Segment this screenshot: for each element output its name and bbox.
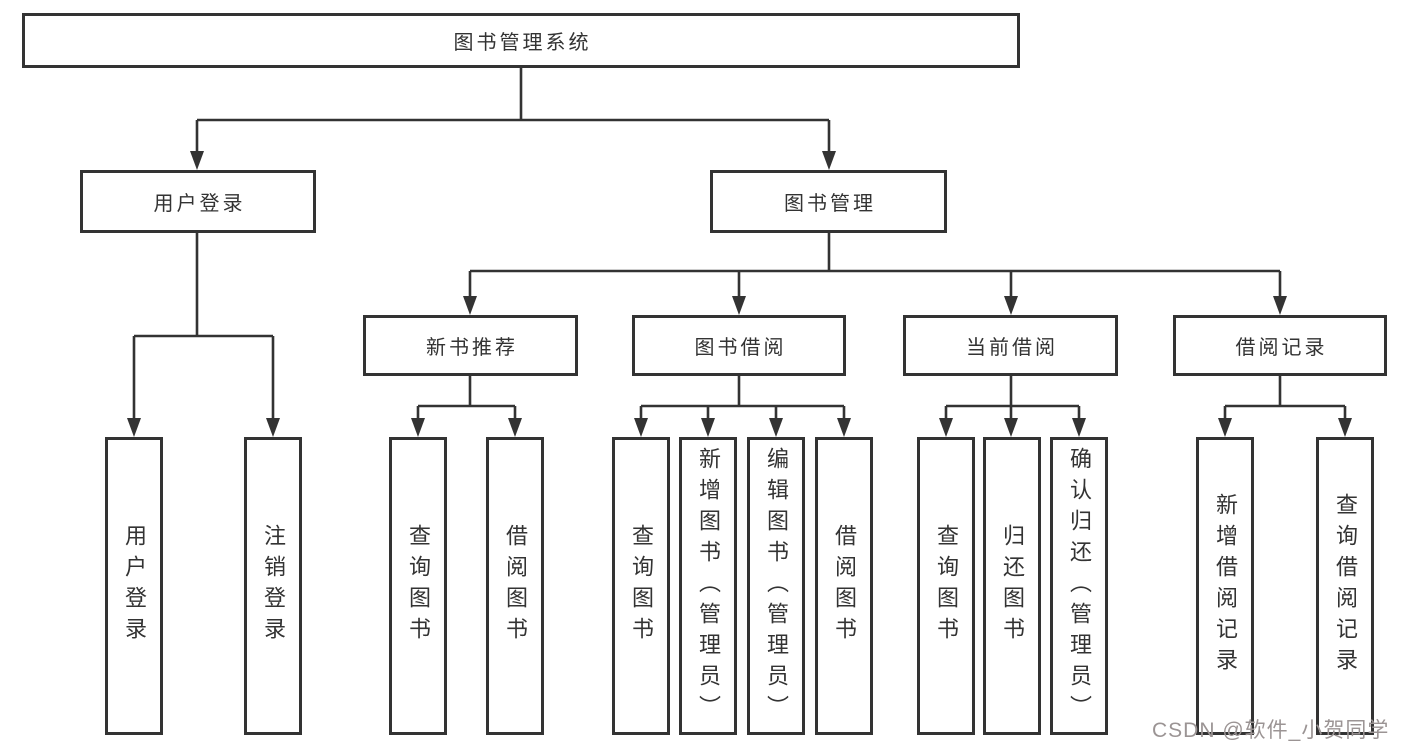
node-branch-label: 图书管理 (784, 193, 876, 215)
node-branch-user-login: 用户登录 (80, 170, 316, 233)
leaf-label: 用户登录 (122, 524, 147, 648)
leaf-query-books-recommend: 查询图书 (389, 437, 447, 735)
leaf-add-books-admin: 新增图书（管理员） (679, 437, 737, 735)
leaf-label: 归还图书 (1000, 524, 1025, 648)
node-borrow-records: 借阅记录 (1173, 315, 1387, 376)
arrowheads (127, 151, 1352, 437)
leaf-label: 查询借阅记录 (1333, 493, 1358, 679)
leaf-label: 新增图书（管理员） (696, 446, 721, 726)
leaf-return-books: 归还图书 (983, 437, 1041, 735)
leaf-label: 借阅图书 (503, 524, 528, 648)
connector-paths (132, 68, 1347, 420)
node-label: 新书推荐 (426, 337, 518, 359)
leaf-label: 查询图书 (629, 524, 654, 648)
node-book-borrow: 图书借阅 (632, 315, 846, 376)
node-label: 图书借阅 (694, 337, 787, 359)
node-label: 当前借阅 (966, 337, 1058, 359)
node-branch-book-management: 图书管理 (710, 170, 947, 233)
leaf-label: 借阅图书 (832, 524, 857, 648)
leaf-logout: 注销登录 (244, 437, 302, 735)
leaf-label: 查询图书 (406, 524, 431, 648)
watermark: CSDN @软件_小贺同学 (1152, 719, 1390, 742)
node-root-label: 图书管理系统 (453, 32, 592, 54)
leaf-label: 新增借阅记录 (1213, 493, 1238, 679)
leaf-label: 注销登录 (261, 524, 286, 648)
node-new-book-recommend: 新书推荐 (363, 315, 578, 376)
leaf-borrow-books: 借阅图书 (815, 437, 873, 735)
node-branch-label: 用户登录 (153, 193, 246, 215)
leaf-query-books-current: 查询图书 (917, 437, 975, 735)
leaf-add-borrow-record: 新增借阅记录 (1196, 437, 1254, 735)
node-label: 借阅记录 (1235, 337, 1328, 359)
leaf-label: 编辑图书（管理员） (764, 446, 789, 726)
leaf-label: 确认归还（管理员） (1067, 446, 1092, 726)
leaf-confirm-return-admin: 确认归还（管理员） (1050, 437, 1108, 735)
leaf-query-borrow-record: 查询借阅记录 (1316, 437, 1374, 735)
leaf-borrow-books-recommend: 借阅图书 (486, 437, 544, 735)
leaf-label: 查询图书 (934, 524, 959, 648)
leaf-edit-books-admin: 编辑图书（管理员） (747, 437, 805, 735)
leaf-user-login: 用户登录 (105, 437, 163, 735)
node-root-system: 图书管理系统 (22, 13, 1020, 68)
leaf-query-books-borrow: 查询图书 (612, 437, 670, 735)
node-current-borrow: 当前借阅 (903, 315, 1118, 376)
